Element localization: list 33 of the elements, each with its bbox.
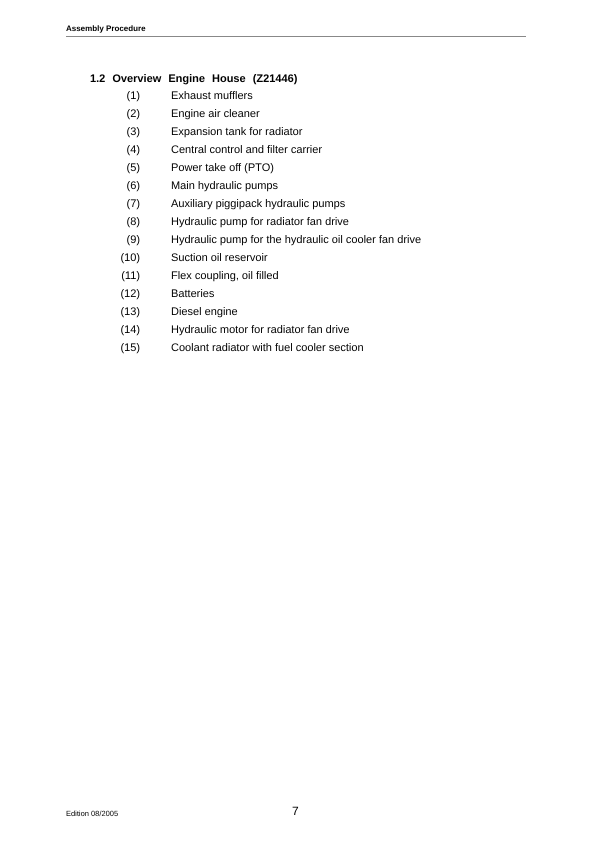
item-number: (7) [126, 198, 140, 210]
item-number: (5) [126, 162, 140, 174]
item-description: Expansion tank for radiator [171, 126, 302, 138]
item-number: (4) [126, 144, 140, 156]
item-description: Flex coupling, oil filled [171, 270, 279, 282]
page-header: Assembly Procedure [66, 24, 146, 33]
item-number: (14) [119, 324, 140, 336]
section-heading: 1.2 Overview Engine House (Z21446) [90, 73, 298, 85]
item-number: (1) [126, 90, 140, 102]
item-description: Central control and filter carrier [171, 144, 322, 156]
item-number: (10) [119, 252, 140, 264]
item-number: (11) [120, 270, 140, 282]
item-number: (13) [119, 306, 140, 318]
item-number: (3) [126, 126, 140, 138]
item-description: Main hydraulic pumps [171, 180, 278, 192]
item-description: Coolant radiator with fuel cooler section [171, 342, 364, 354]
item-description: Diesel engine [171, 306, 238, 318]
item-number: (15) [119, 342, 140, 354]
item-description: Exhaust mufflers [171, 90, 253, 102]
item-description: Batteries [171, 288, 214, 300]
item-description: Engine air cleaner [171, 108, 260, 120]
item-number: (9) [126, 234, 140, 246]
page-number: 7 [292, 804, 299, 818]
item-description: Suction oil reservoir [171, 252, 268, 264]
item-number: (2) [126, 108, 140, 120]
item-number: (12) [119, 288, 140, 300]
item-number: (8) [126, 216, 140, 228]
item-description: Hydraulic motor for radiator fan drive [171, 324, 350, 336]
item-description: Hydraulic pump for radiator fan drive [171, 216, 349, 228]
item-number: (6) [126, 180, 140, 192]
item-description: Hydraulic pump for the hydraulic oil cooler fan drive [171, 234, 422, 246]
item-description: Power take off (PTO) [171, 162, 274, 174]
item-description: Auxiliary piggipack hydraulic pumps [171, 198, 346, 210]
